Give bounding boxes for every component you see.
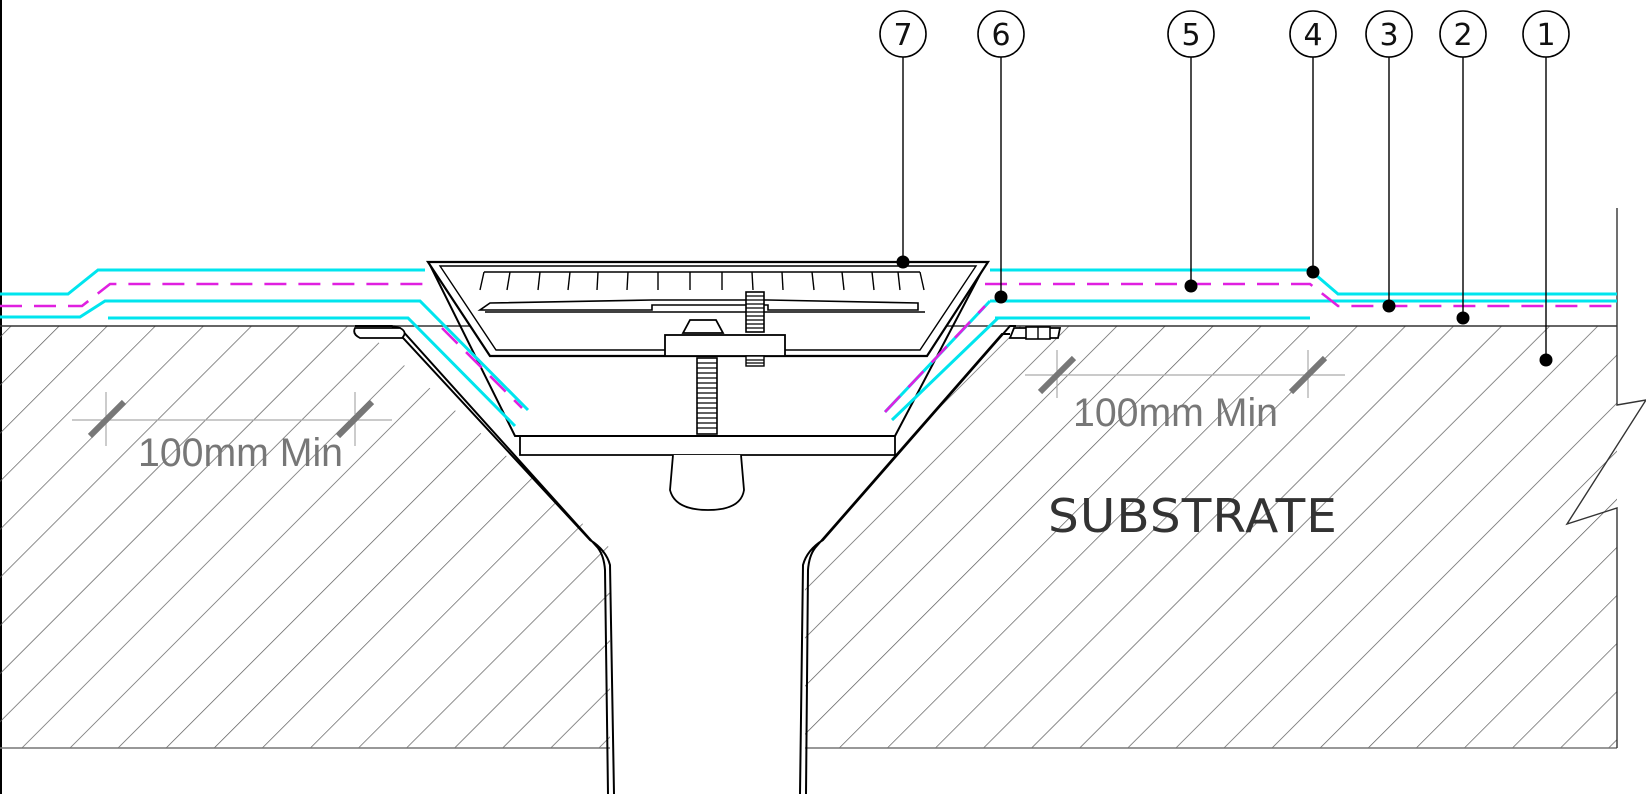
callout-2-number: 2 [1453,18,1472,53]
callout-1: 1 [1522,10,1570,367]
grate-slots [479,271,925,291]
dimension-left-label: 100mm Min [138,431,343,475]
callout-5: 5 [1167,10,1215,293]
callout-3-number: 3 [1379,18,1398,53]
dimension-right-label: 100mm Min [1073,391,1278,435]
outlet-plug [669,454,745,511]
bolt-nut [681,319,725,334]
threaded-bolt-upper [745,291,765,367]
dimension-left: 100mm Min [72,392,392,475]
drain-bowl-lower [519,436,896,456]
callout-6: 6 [977,10,1025,304]
threaded-bolt-lower [696,357,718,435]
callout-4: 4 [1289,10,1337,279]
callout-7: 7 [879,10,927,269]
callout-5-number: 5 [1181,18,1200,53]
reinforcement-layers [0,282,1617,413]
callout-7-number: 7 [893,18,912,53]
substrate-right [805,326,1617,748]
callout-4-number: 4 [1303,18,1322,53]
substrate-label: SUBSTRATE [1048,489,1338,543]
callouts: 7 6 5 4 3 [879,10,1570,367]
callout-6-number: 6 [991,18,1010,53]
break-line [1565,208,1646,748]
drain-body-right-wall [799,325,1016,794]
callout-3: 3 [1365,10,1413,313]
drain-body-left-wall [355,325,615,794]
callout-2: 2 [1439,10,1487,325]
drain-flange-left [353,327,406,339]
bolt-washer [664,334,786,357]
callout-1-number: 1 [1536,18,1555,53]
dimension-right: 100mm Min [1025,350,1345,435]
grate-plate [477,299,919,311]
substrate-left [0,326,610,748]
